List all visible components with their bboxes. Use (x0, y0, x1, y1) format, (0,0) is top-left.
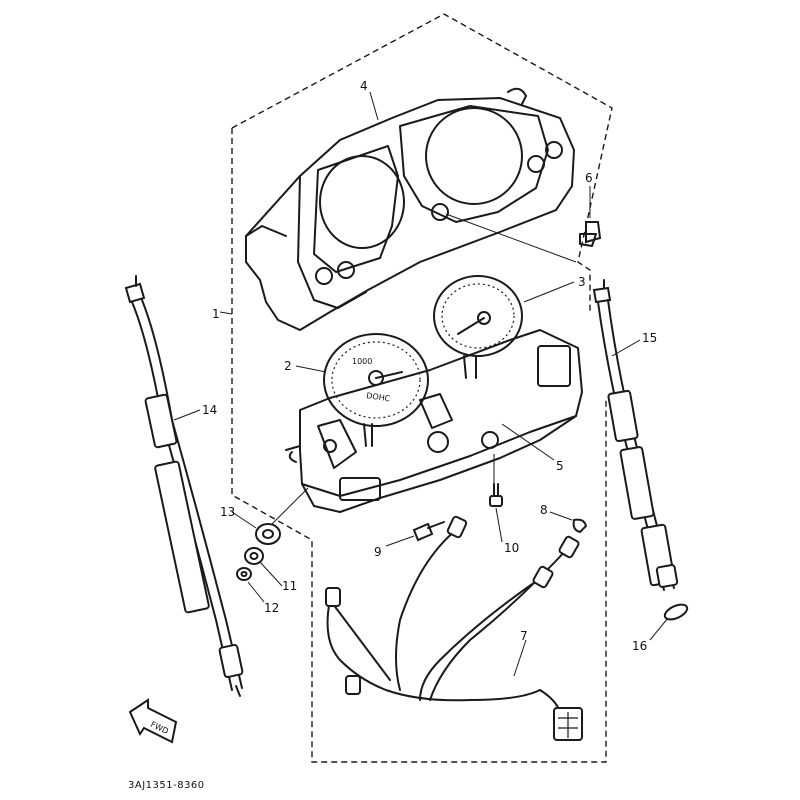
part-16-oval (663, 603, 689, 621)
part-5-meter-case (285, 329, 583, 513)
part-14-cable (124, 275, 244, 697)
part-4-meter-cover (245, 87, 576, 332)
callout-10: 10 (504, 541, 519, 555)
callouts: 4 6 3 1 15 2 14 5 8 13 9 10 11 12 7 16 (202, 79, 657, 653)
callout-5: 5 (556, 459, 564, 473)
drawing-code: 3AJ1351-8360 (128, 780, 205, 791)
fwd-arrow-icon: FWD (128, 698, 178, 744)
part-3-speedometer (433, 275, 523, 379)
leader-lines (173, 91, 669, 677)
assembly-boundary-upper (231, 13, 613, 763)
callout-2: 2 (284, 359, 292, 373)
callout-1: 1 (212, 307, 220, 321)
callout-7: 7 (520, 629, 528, 643)
part-7-wire-harness (325, 515, 583, 741)
tach-brand-text: DOHC (366, 391, 391, 403)
part-12-washer (236, 567, 252, 581)
callout-8: 8 (540, 503, 548, 517)
callout-14: 14 (202, 403, 217, 417)
callout-4: 4 (360, 79, 368, 93)
callout-9: 9 (374, 545, 382, 559)
callout-6: 6 (585, 171, 593, 185)
callout-15: 15 (642, 331, 657, 345)
callout-3: 3 (578, 275, 586, 289)
part-6-screw (579, 221, 602, 247)
callout-13: 13 (220, 505, 235, 519)
callout-16: 16 (632, 639, 647, 653)
part-2-tachometer: 1000 DOHC (323, 333, 429, 447)
part-10-screw (489, 483, 503, 507)
part-8-bulb (572, 518, 588, 534)
tach-readout-text: 1000 (352, 357, 372, 366)
connector-bullets (325, 515, 580, 695)
callout-11: 11 (282, 579, 297, 593)
part-15-cable (592, 279, 679, 591)
part-9-screw (412, 521, 445, 542)
part-13-grommet (255, 523, 281, 545)
callout-12: 12 (264, 601, 279, 615)
part-11-collar (244, 547, 264, 565)
